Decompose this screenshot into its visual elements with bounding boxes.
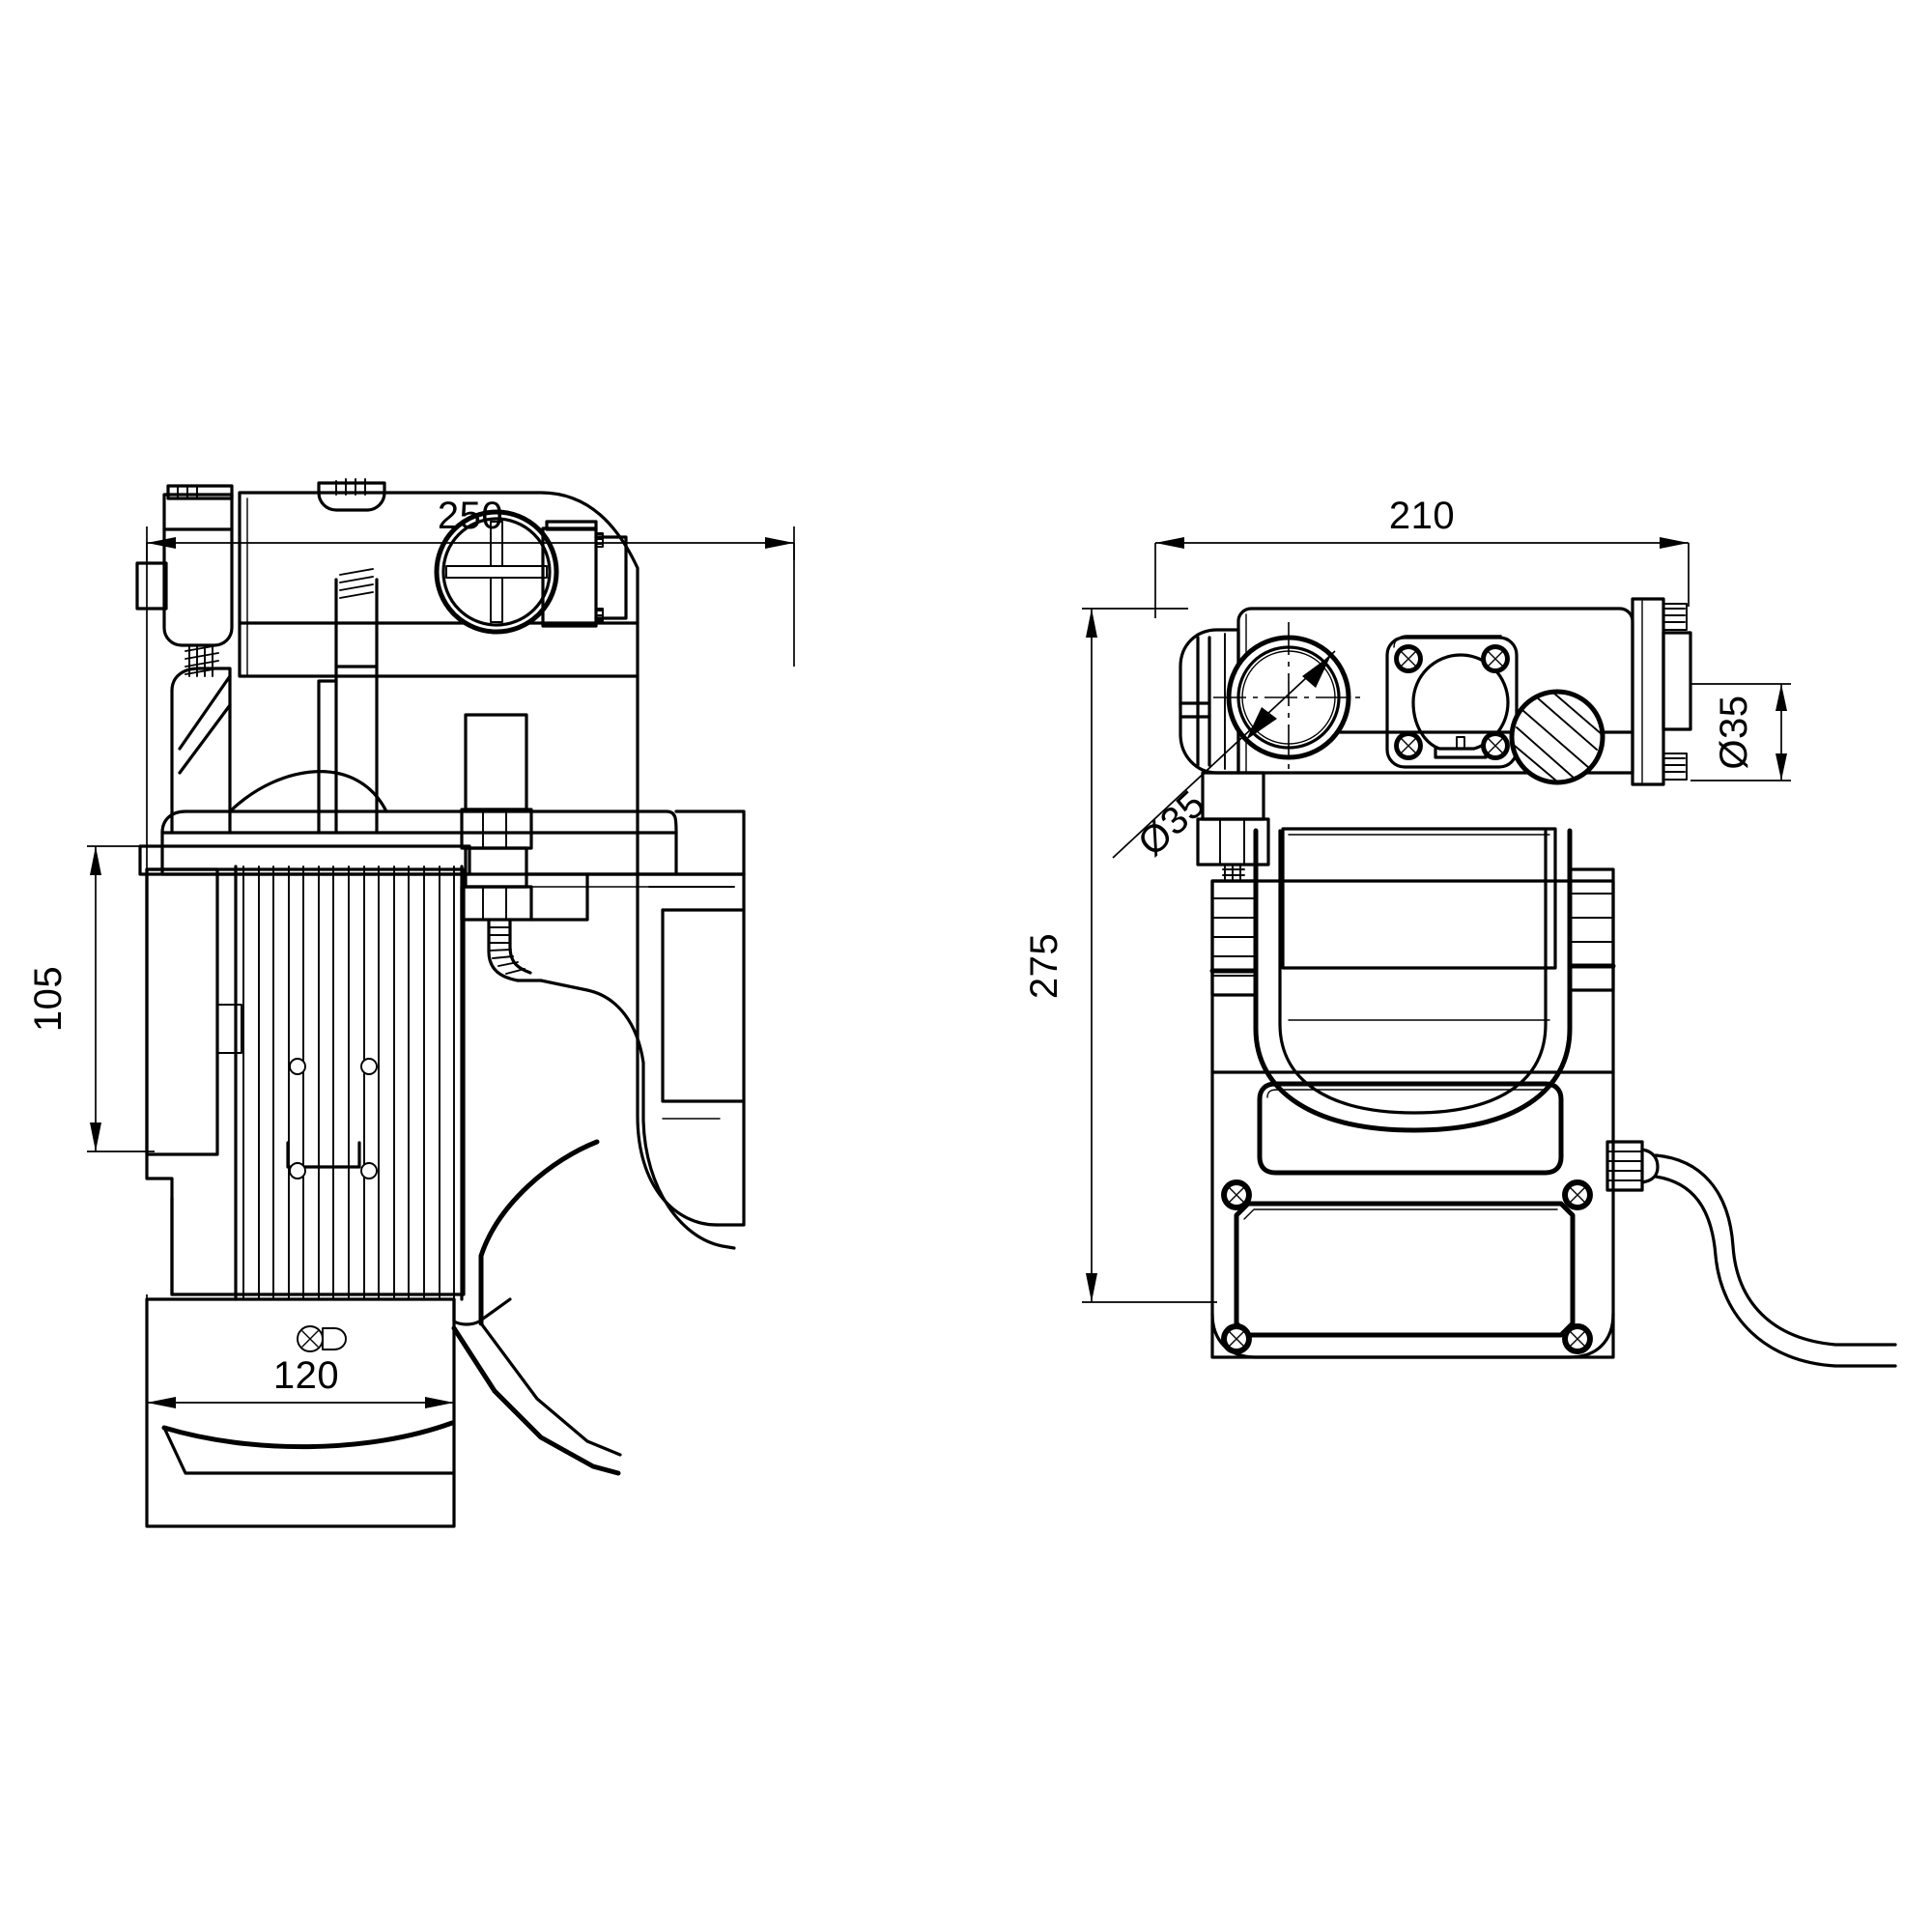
side-cable-gland [1196,771,1270,880]
flange-screw-bottom-right [1481,731,1510,760]
cover-screw-top-right [1562,1179,1593,1210]
dimension-dia35-right: Ø35 [1690,683,1791,781]
right-view-geometry [1179,597,1897,1368]
display-window [1281,827,1557,1021]
cable-gland-stack [460,713,533,982]
flexible-conduit [487,918,532,982]
terminal-label-strip [1257,1081,1564,1176]
exit-cable-assembly [1605,1140,1897,1368]
dimension-label-250: 250 [438,495,503,537]
dimension-250: 250 [146,495,795,869]
dimension-210: 210 [1154,495,1690,618]
cross-port-icon [434,509,559,635]
left-view-dimensions: 250 105 120 [27,495,795,1420]
u-bracket [1253,828,1573,1133]
square-connector-flange [1385,635,1519,769]
upper-elbow-housing [135,478,639,678]
terminal-cover-panel [1221,1179,1593,1354]
cover-screw-top-left [1221,1179,1252,1210]
threaded-stud-left [185,644,219,677]
flange-screw-top-right [1481,644,1510,673]
circular-port-dia35 [1213,622,1364,773]
outlet-volute [451,674,746,1476]
heat-sink-assembly [138,844,471,1301]
dimension-label-210: 210 [1389,495,1455,537]
cover-screw-bottom-right [1562,1323,1593,1354]
main-body [1209,827,1616,1359]
dimension-label-275: 275 [1023,933,1065,999]
lower-shroud [145,1297,456,1528]
dimension-120: 120 [146,1294,455,1420]
threaded-stud-mid [339,568,374,599]
dimension-label-dia35-port: Ø35 [1130,782,1213,865]
dimension-label-105: 105 [27,966,70,1032]
left-view-geometry [135,478,746,1528]
cooling-fins [234,865,464,1301]
dimension-label-120: 120 [273,1354,339,1397]
dimension-label-dia35-right: Ø35 [1713,695,1755,769]
hex-screw-icon [297,1325,347,1352]
rotary-knob-icon [1509,689,1605,785]
dimension-275: 275 [1023,608,1217,1303]
top-connector-block [1179,597,1692,786]
flange-screw-bottom-left [1394,731,1423,760]
dimension-105: 105 [27,845,155,1152]
flange-screw-top-left [1394,644,1423,673]
